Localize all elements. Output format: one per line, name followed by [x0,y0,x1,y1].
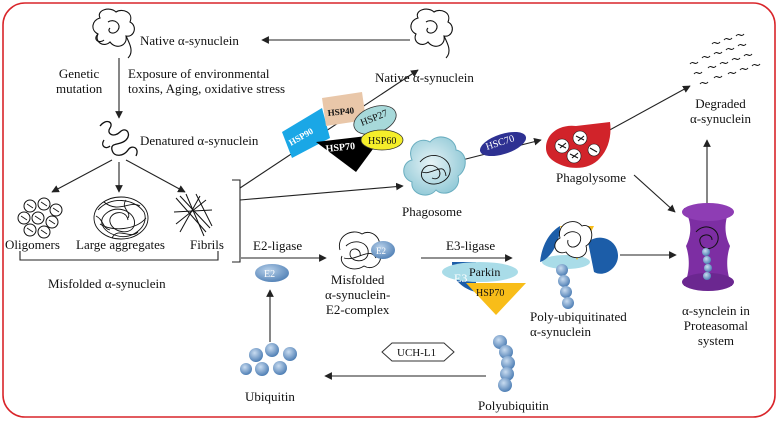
arrow-to-fibrils [125,159,186,193]
arrow-to-phagosome [239,182,404,201]
e2-ellipse-label: E2 [264,269,275,280]
poly-ubiquitinated-label: Poly-ubiquitinated α-synuclein [530,309,627,339]
hsp60-label: HSP60 [368,136,396,147]
ubiquitin-label: Ubiquitin [245,389,295,404]
phagolysome-icon [546,122,611,168]
denatured-synuclein-label: Denatured α-synuclein [140,133,259,148]
phagosome-label: Phagosome [402,204,462,219]
misfolded-synuclein-label: Misfolded α-synuclein [48,276,166,291]
misfolded-e2-complex-icon [338,231,395,270]
e2-small-label: E2 [376,246,386,256]
large-aggregates-icon [93,196,149,240]
e3-label: E3 [454,271,467,285]
hsp40-shape [322,92,366,126]
polyubiquitin-chain-icon [493,335,515,392]
arrow-phagolyso-to-degraded [605,85,691,133]
phagolysome-label: Phagolysome [556,170,627,185]
degraded-fragments-icon [689,33,761,85]
hsp70-tri-label: HSP70 [476,288,504,299]
uch-l1-shape [381,342,455,362]
hsc70-shape [479,131,527,157]
denatured-synuclein-squiggle [99,120,138,157]
bracket-misfolded [19,251,219,261]
ubiquitin-cluster-icon [240,343,297,376]
hsp70-label: HSP70 [325,141,355,155]
fibrils-label: Fibrils [190,237,224,252]
native-synuclein-label-top: Native α-synuclein [140,33,239,48]
arrow-to-native-right [239,69,419,189]
parkin-label: Parkin [469,265,500,279]
hsp60-shape [360,129,404,151]
misfolded-e2-complex-label: Misfolded α-synuclein- E2-complex [325,272,391,317]
genetic-mutation-label: Genetic mutation [56,66,103,96]
chaperone-complex [282,92,404,172]
native-synuclein-scribble-top [92,8,135,59]
proteasome-icon [682,203,734,291]
e3-complex [442,262,526,315]
poly-ubiquitinated-complex-icon [540,221,618,309]
e2-ligase-label: E2-ligase [253,238,303,253]
arrow-phagolyso-to-proteasome [633,174,676,213]
e2-ellipse-shape [255,264,289,282]
fibrils-icon [173,193,213,237]
arrow-to-oligomers [51,159,113,193]
native-synuclein-label-right: Native α-synuclein [375,70,474,85]
outer-border [2,2,776,418]
exposure-label: Exposure of environmental toxins, Aging,… [128,66,286,96]
phagosome-icon [403,136,466,196]
e3-ligase-label: E3-ligase [446,238,496,253]
large-aggregates-label: Large aggregates [76,237,165,252]
bracket-right [232,179,241,263]
hsp40-label: HSP40 [327,105,355,118]
hsp90-shape [282,108,330,158]
oligomers-icon [17,197,63,239]
degraded-synuclein-label: Degraded α-synuclein [690,96,751,126]
oligomers-label: Oligomers [5,237,60,252]
proteasomal-system-label: α-synclein in Proteasomal system [682,303,750,348]
native-synuclein-scribble-right [410,8,453,59]
polyubiquitin-label: Polyubiquitin [478,398,549,413]
uch-l1-label: UCH-L1 [397,347,436,359]
